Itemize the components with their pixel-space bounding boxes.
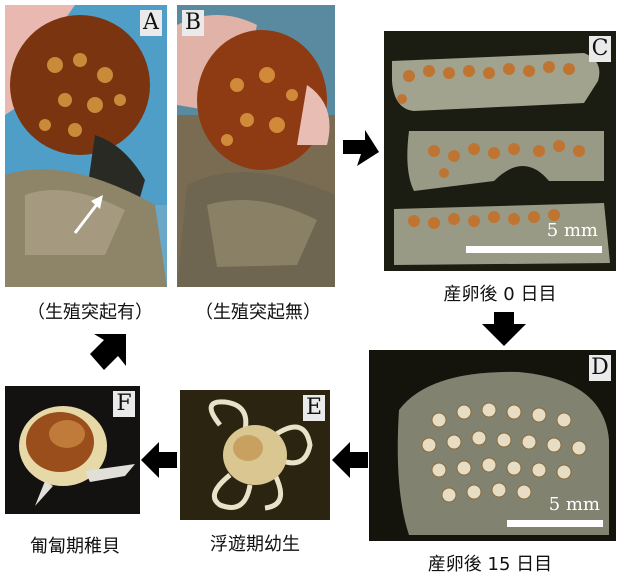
panel-letter-d: D (589, 355, 611, 381)
arrow-e-to-f-icon (141, 442, 177, 478)
scale-bar-d (507, 520, 603, 527)
snail-photo-b (177, 5, 335, 287)
photo-f-juvenile-snail: F (5, 386, 140, 514)
caption-e: 浮遊期幼生 (180, 530, 330, 556)
photo-c-egg-capsules-day0: C 5 mm (384, 31, 616, 271)
photo-e-veliger-larva: E (180, 390, 330, 520)
panel-letter-f: F (113, 391, 135, 417)
caption-c: 産卵後 0 日目 (400, 280, 600, 306)
arrow-b-to-c-icon (337, 122, 385, 170)
caption-a: （生殖突起有） (10, 298, 170, 324)
scale-label-d: 5 mm (549, 494, 600, 515)
panel-letter-a: A (140, 10, 162, 36)
scale-bar-c (466, 246, 602, 253)
snail-photo-a (5, 5, 167, 287)
scale-label-c: 5 mm (547, 220, 598, 241)
photo-b-female-snail: B (177, 5, 335, 287)
panel-letter-b: B (182, 10, 204, 36)
caption-f: 匍匐期稚貝 (5, 532, 145, 558)
panel-letter-e: E (303, 395, 325, 421)
arrow-c-to-d-icon (480, 312, 528, 348)
photo-d-egg-capsule-day15: D 5 mm (369, 350, 616, 541)
caption-d: 産卵後 15 日目 (390, 550, 590, 576)
arrow-f-to-a-icon (86, 330, 132, 376)
panel-letter-c: C (589, 36, 611, 62)
photo-a-male-snail: A (5, 5, 167, 287)
arrow-d-to-e-icon (332, 442, 368, 478)
caption-b: （生殖突起無） (178, 298, 338, 324)
